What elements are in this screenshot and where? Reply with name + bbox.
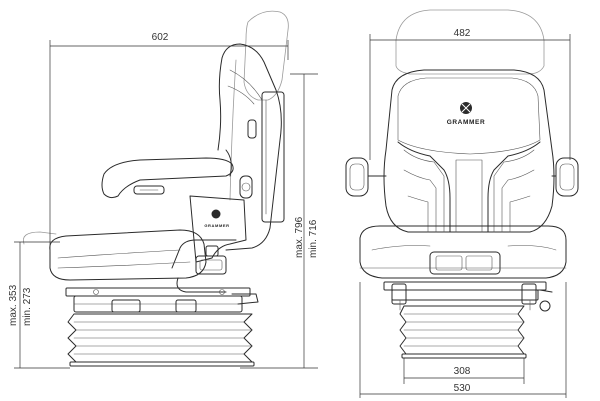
side-armrest	[101, 157, 234, 199]
height-dimension: max. 796 min. 716	[240, 73, 319, 369]
brand-text: GRAMMER	[447, 119, 486, 126]
side-backrest	[217, 43, 285, 251]
side-bellows	[67, 313, 255, 367]
small-logo-text: GRAMMER	[204, 223, 229, 228]
ghost-backrest-outline	[229, 10, 289, 201]
height-min-label: min. 716	[308, 219, 319, 258]
base-outer-label: 530	[454, 383, 471, 394]
front-armrests	[345, 157, 579, 197]
small-logo-icon	[211, 209, 221, 219]
side-cushion	[22, 229, 207, 281]
front-backrest: GRAMMER	[383, 69, 555, 233]
front-view: 482 GRAMMER	[345, 9, 579, 398]
cushion-height-dimension: max. 353 min. 273	[8, 241, 70, 369]
height-max-label: max. 796	[294, 216, 305, 258]
front-bellows	[399, 305, 527, 359]
width-top-dimension: 482	[369, 28, 571, 160]
depth-label: 602	[152, 32, 169, 43]
width-top-label: 482	[454, 28, 471, 39]
side-view: GRAMMER	[8, 10, 319, 369]
base-inner-label: 308	[454, 366, 471, 377]
side-rail	[65, 287, 259, 313]
front-cushion	[359, 225, 567, 279]
cushion-max-label: max. 353	[8, 284, 19, 326]
base-dimensions: 308 530	[359, 282, 567, 398]
cushion-min-label: min. 273	[22, 287, 33, 326]
depth-dimension: 602	[49, 32, 289, 252]
front-rails	[383, 281, 553, 312]
ghost-headrest	[395, 9, 545, 75]
